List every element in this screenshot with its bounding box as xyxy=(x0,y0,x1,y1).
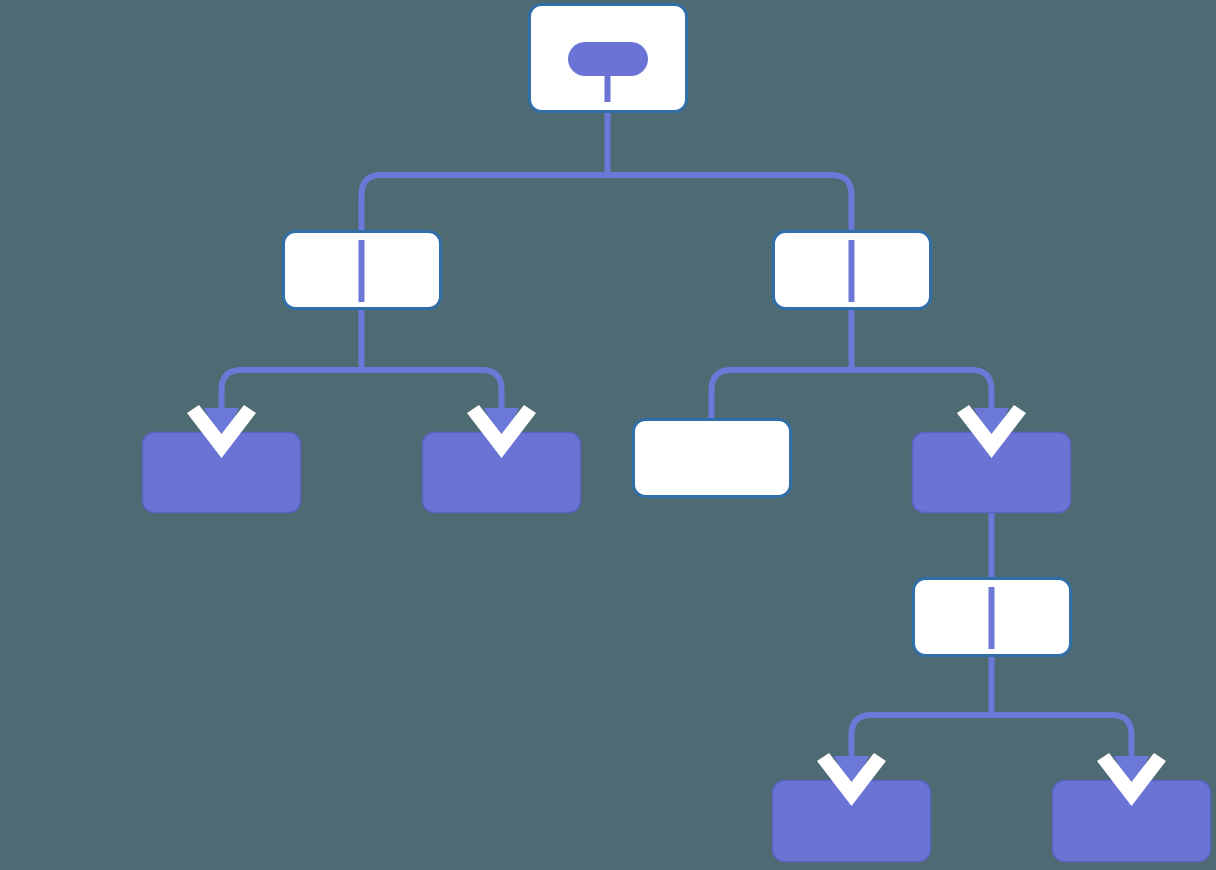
level2-outline-c-box[interactable] xyxy=(632,418,792,498)
arrow-marker-leaf-b xyxy=(467,405,536,458)
arrowhead-icon xyxy=(834,756,869,792)
arrow-marker-leaf-bottom-right xyxy=(1097,753,1166,806)
root-node-pill-stem xyxy=(604,70,611,102)
level1-right-node[interactable] xyxy=(772,230,932,310)
level3-outline-node[interactable] xyxy=(912,577,1072,657)
edge-level1right-to-node-d xyxy=(851,367,995,432)
arrow-marker-layer xyxy=(187,405,1166,806)
root-node[interactable] xyxy=(528,3,688,113)
edge-level1left-to-leaf-a xyxy=(218,367,362,432)
level3-outline-node-inner-line xyxy=(988,587,995,649)
arrowhead-icon xyxy=(484,408,519,444)
level1-left-node[interactable] xyxy=(282,230,442,310)
arrow-marker-node-d xyxy=(957,405,1026,458)
edge-root-to-level1-right xyxy=(607,172,855,310)
edge-level1left-to-leaf-b xyxy=(361,367,505,432)
chevron-down-icon xyxy=(817,753,886,806)
edge-level3-to-leaf-left xyxy=(848,712,992,780)
edge-root-to-level1-left xyxy=(358,172,608,310)
chevron-down-icon xyxy=(1097,753,1166,806)
edge-level3-to-leaf-right xyxy=(991,712,1135,780)
edge-level1right-to-node-c xyxy=(708,367,852,418)
level1-left-node-inner-line xyxy=(358,240,365,302)
root-node-pill xyxy=(568,42,648,76)
chevron-down-icon xyxy=(957,405,1026,458)
chevron-down-icon xyxy=(187,405,256,458)
level1-right-node-inner-line xyxy=(848,240,855,302)
chevron-down-icon xyxy=(467,405,536,458)
arrowhead-icon xyxy=(974,408,1009,444)
arrowhead-icon xyxy=(204,408,239,444)
arrow-marker-leaf-a xyxy=(187,405,256,458)
arrow-marker-leaf-bottom-left xyxy=(817,753,886,806)
arrowhead-icon xyxy=(1114,756,1149,792)
node-layer xyxy=(141,3,1212,863)
level2-outline-c[interactable] xyxy=(632,418,792,498)
